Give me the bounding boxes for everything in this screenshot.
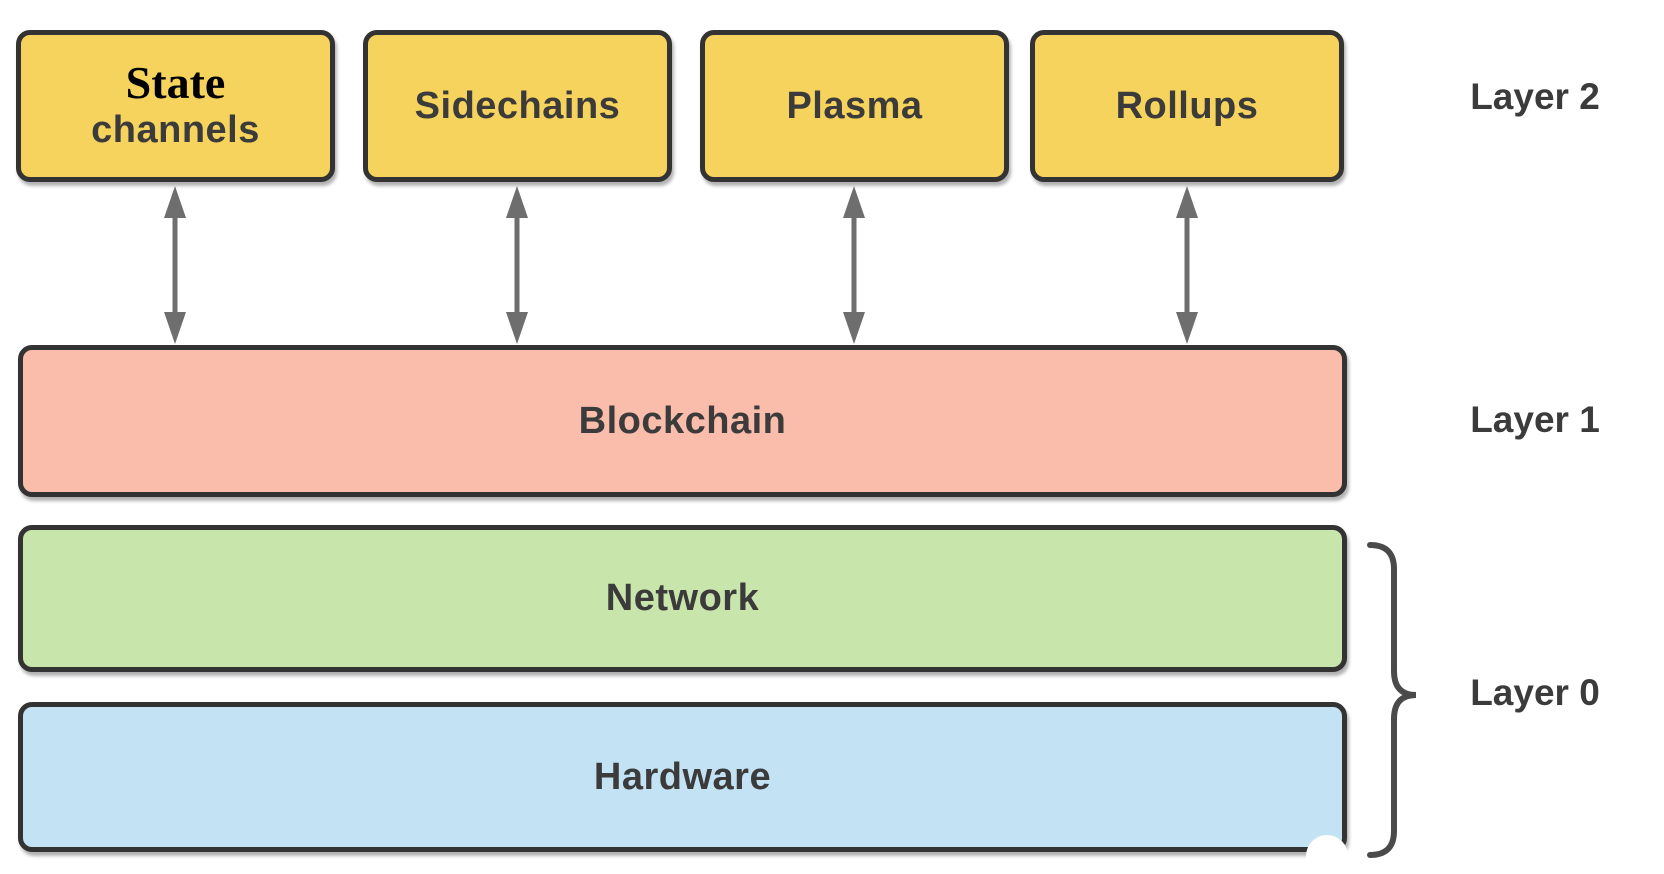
double-arrow-icon-sidechains xyxy=(506,186,528,344)
white-notch-artifact xyxy=(1306,835,1348,874)
box-rollups: Rollups xyxy=(1030,30,1344,182)
double-arrow-icon-plasma xyxy=(843,186,865,344)
sidechains-label: Sidechains xyxy=(414,84,621,127)
box-plasma: Plasma xyxy=(700,30,1009,182)
curly-brace-icon xyxy=(1367,542,1417,858)
rollups-label: Rollups xyxy=(1115,84,1259,127)
double-arrow-icon-state-channels xyxy=(164,186,186,344)
layer-1-label: Layer 1 xyxy=(1470,399,1600,440)
box-sidechains: Sidechains xyxy=(363,30,672,182)
double-arrow-icon-rollups xyxy=(1176,186,1198,344)
plasma-label: Plasma xyxy=(786,84,923,127)
blockchain-label: Blockchain xyxy=(578,399,787,442)
layer-0-label: Layer 0 xyxy=(1470,672,1600,713)
box-state-channels: State channels xyxy=(16,30,335,182)
box-network: Network xyxy=(18,525,1347,672)
network-label: Network xyxy=(605,577,760,620)
box-blockchain: Blockchain xyxy=(18,345,1347,497)
layer-2-label: Layer 2 xyxy=(1470,76,1600,117)
state-channels-label-bottom: channels xyxy=(91,108,260,151)
box-hardware: Hardware xyxy=(18,702,1347,852)
state-channels-label-top: State xyxy=(125,57,226,109)
hardware-label: Hardware xyxy=(593,755,772,798)
